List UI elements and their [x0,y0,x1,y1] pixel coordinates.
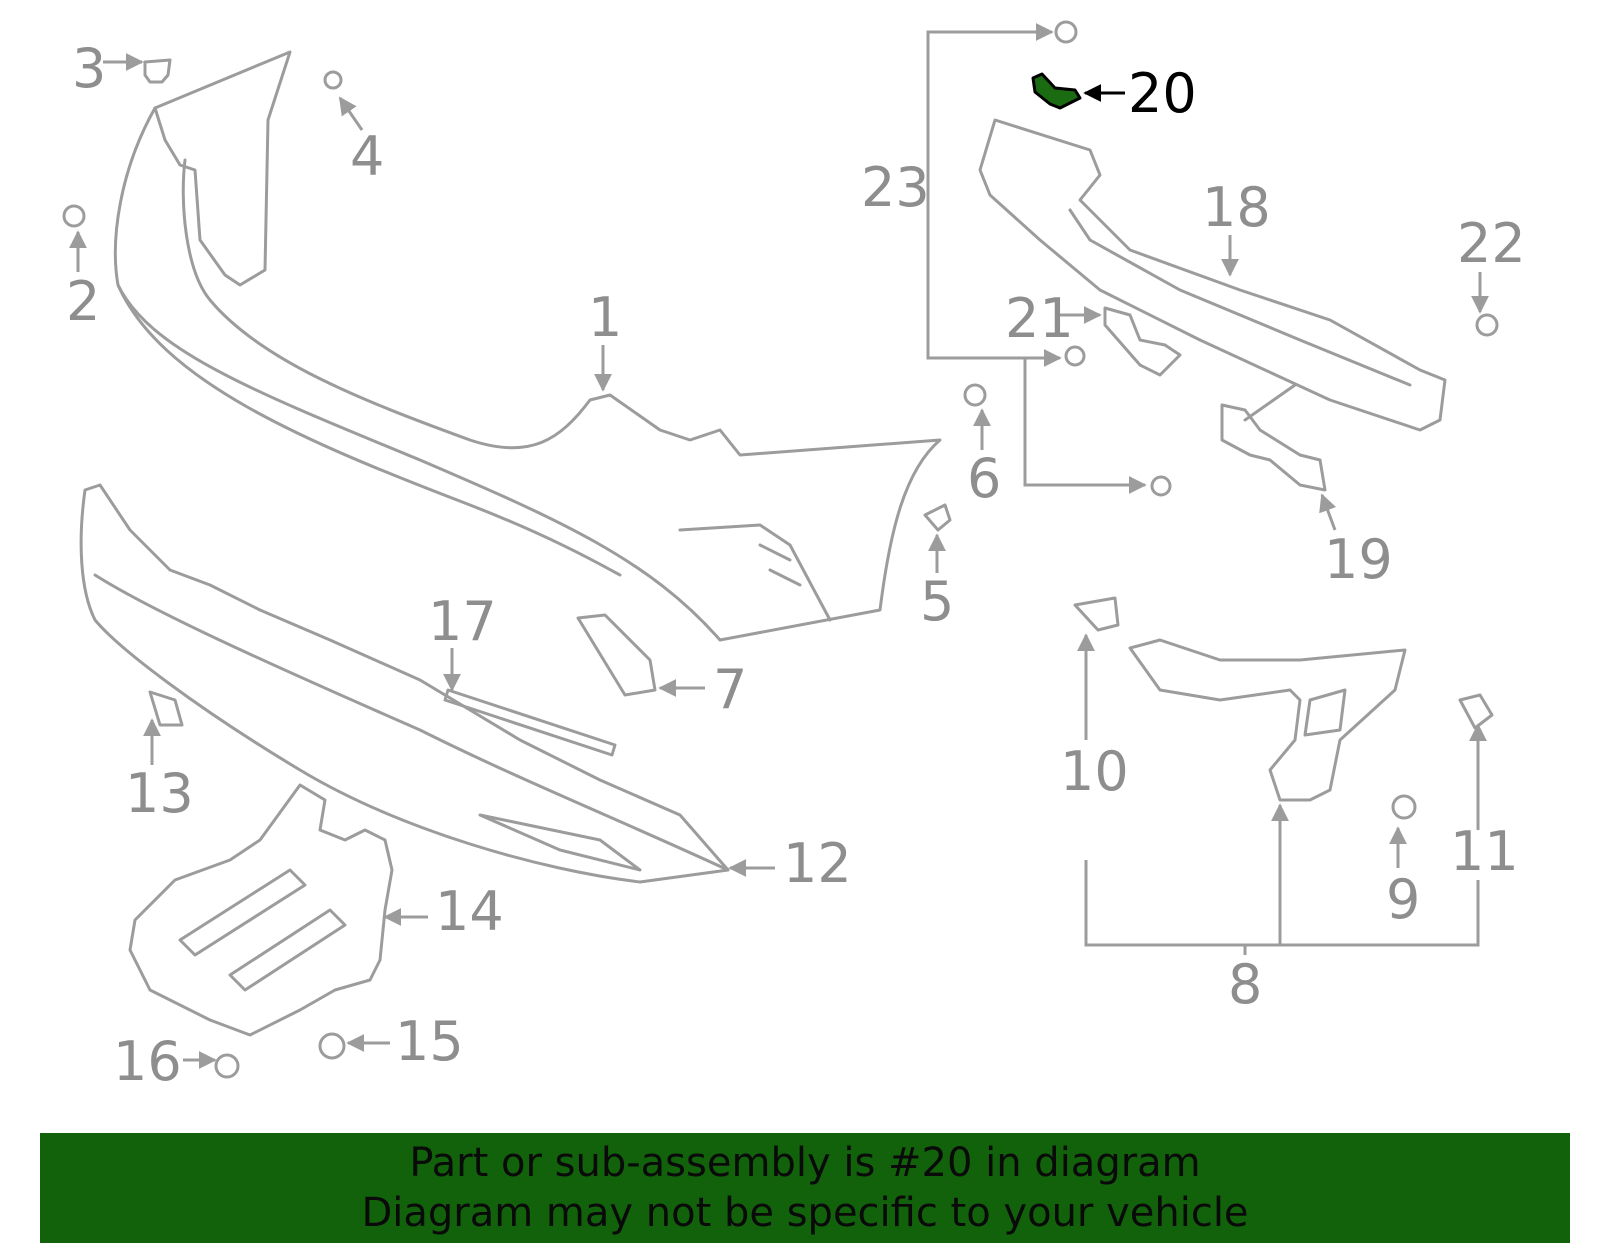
callout-9: 9 [1386,868,1420,931]
banner-line-2: Diagram may not be specific to your vehi… [361,1190,1249,1236]
callout-13: 13 [125,762,194,825]
splash-shield-part [128,783,394,1037]
lower-valance-part [79,483,730,884]
callout-17: 17 [428,590,497,653]
callout-14: 14 [435,880,504,943]
info-banner: Part or sub-assembly is #20 in diagram D… [40,1133,1570,1243]
banner-line-1: Part or sub-assembly is #20 in diagram [409,1140,1201,1186]
side-bracket-assembly-part [1128,638,1407,802]
callout-5: 5 [920,570,954,633]
callout-10: 10 [1060,740,1129,803]
trim-strip-part [443,688,617,757]
fasteners [62,20,1499,1079]
callout-22: 22 [1457,212,1526,275]
bracket-rod [1243,383,1297,422]
highlighted-part-20 [1031,72,1082,110]
reinforcement-beam-part [978,118,1447,432]
reflector-part [576,613,657,697]
callout-19: 19 [1324,528,1393,591]
callout-23: 23 [861,156,930,219]
callout-6: 6 [967,447,1001,510]
callout-20: 20 [1128,62,1197,125]
callout-7: 7 [713,658,747,721]
callout-8: 8 [1228,953,1262,1016]
callout-15: 15 [395,1010,464,1073]
small-bracket-part [1103,306,1182,377]
callout-labels: 1 2 3 4 5 6 7 8 9 10 11 12 13 14 15 16 1… [66,37,1526,1093]
leader-lines [69,23,1489,1069]
callout-11: 11 [1450,820,1519,883]
callout-1: 1 [588,286,622,349]
callout-18: 18 [1202,176,1271,239]
callout-12: 12 [783,832,852,895]
callout-3: 3 [72,37,106,100]
callout-16: 16 [113,1030,182,1093]
callout-2: 2 [66,270,100,333]
bumper-cover-part [113,50,942,642]
callout-21: 21 [1005,287,1074,350]
side-bracket-part [1220,403,1327,492]
callout-4: 4 [350,125,384,188]
